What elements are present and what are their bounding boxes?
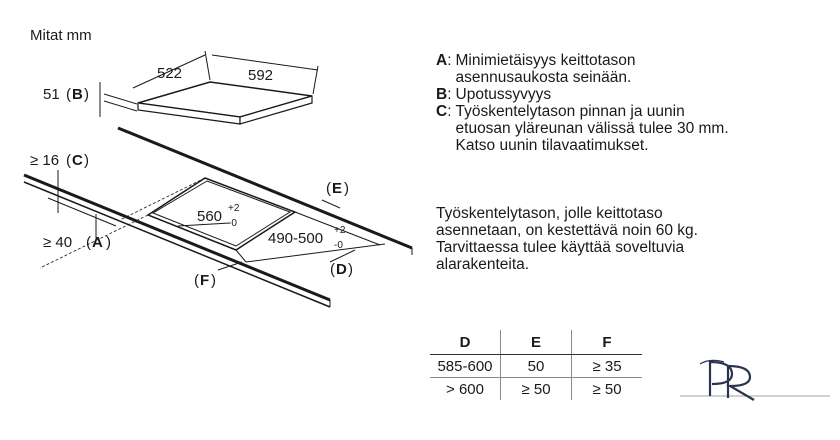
svg-text:(: ( bbox=[66, 86, 71, 103]
svg-text:): ) bbox=[106, 234, 111, 251]
note-key: C bbox=[436, 103, 448, 120]
worktop bbox=[23, 126, 413, 308]
cutout-width-tol-plus: +2 bbox=[228, 203, 240, 214]
note-text: Työskentelytason pinnan ja uunin etuosan… bbox=[455, 103, 729, 154]
hob-depth-label: 522 bbox=[157, 65, 182, 82]
ref-d-label: D bbox=[336, 261, 347, 278]
hob-height-ref: B bbox=[72, 86, 83, 103]
min-top-value: ≥ 16 bbox=[30, 152, 59, 169]
table-cell: 585-600 bbox=[430, 354, 501, 378]
min-top-ref: C bbox=[72, 152, 83, 169]
table-header: D bbox=[430, 330, 501, 355]
table-header-row: D E F bbox=[430, 330, 642, 355]
svg-text:(: ( bbox=[86, 234, 91, 251]
dimension-table: D E F 585-600 50 ≥ 35 > 600 ≥ 50 ≥ 50 bbox=[430, 330, 642, 400]
hob-dimension-lines bbox=[99, 50, 319, 117]
table-cell: ≥ 50 bbox=[571, 377, 642, 400]
table-cell: 50 bbox=[500, 354, 572, 378]
cutout-width-tol-minus: -0 bbox=[228, 218, 237, 229]
cutout-width-label: 560 bbox=[197, 208, 222, 225]
note-key: B bbox=[436, 86, 448, 103]
notes-list: A: Minimietäisyys keittotason asennusauk… bbox=[436, 52, 836, 154]
svg-text:(: ( bbox=[66, 152, 71, 169]
table-cell: ≥ 35 bbox=[571, 354, 642, 378]
svg-text:): ) bbox=[84, 86, 89, 103]
load-note: Työskentelytason, jolle keittotaso asenn… bbox=[436, 205, 698, 273]
note-a: A: Minimietäisyys keittotason asennusauk… bbox=[436, 52, 636, 86]
table-cell: > 600 bbox=[446, 380, 484, 398]
table-header: F bbox=[571, 330, 642, 355]
hob bbox=[137, 81, 313, 125]
hob-height-value: 51 bbox=[43, 86, 60, 103]
cutout-depth-tol-minus: -0 bbox=[334, 240, 343, 251]
ref-e-label: E bbox=[332, 180, 342, 197]
note-b: B: Upotussyvyys bbox=[436, 86, 552, 103]
svg-text:(: ( bbox=[326, 180, 331, 197]
units-label: Mitat mm bbox=[30, 27, 92, 44]
installation-diagram: Mitat mm 522 592 51 ( B ) bbox=[23, 27, 413, 308]
svg-text:(: ( bbox=[330, 261, 335, 278]
worktop-dimension-lines bbox=[47, 170, 386, 271]
pr-logo bbox=[680, 359, 830, 401]
ref-f-label: F bbox=[200, 272, 209, 289]
table-header: E bbox=[500, 330, 572, 355]
svg-text:): ) bbox=[84, 152, 89, 169]
cutout-depth-label: 490-500 bbox=[268, 230, 323, 247]
svg-text:): ) bbox=[348, 261, 353, 278]
note-text: Upotussyvyys bbox=[455, 86, 552, 103]
note-text: Minimietäisyys keittotason asennusaukost… bbox=[455, 52, 636, 86]
table-row: 585-600 50 ≥ 35 bbox=[430, 354, 642, 378]
hob-width-label: 592 bbox=[248, 67, 273, 84]
min-front-value: ≥ 40 bbox=[43, 234, 72, 251]
cutout-depth-tol-plus: +2 bbox=[334, 225, 346, 236]
note-c: C: Työskentelytason pinnan ja uunin etuo… bbox=[436, 103, 729, 154]
note-key: A bbox=[436, 52, 448, 69]
svg-text:): ) bbox=[211, 272, 216, 289]
table-row: > 600 ≥ 50 ≥ 50 bbox=[430, 377, 642, 400]
svg-text:(: ( bbox=[194, 272, 199, 289]
min-front-ref: A bbox=[92, 234, 103, 251]
table-cell: ≥ 50 bbox=[500, 377, 572, 400]
svg-text:): ) bbox=[344, 180, 349, 197]
